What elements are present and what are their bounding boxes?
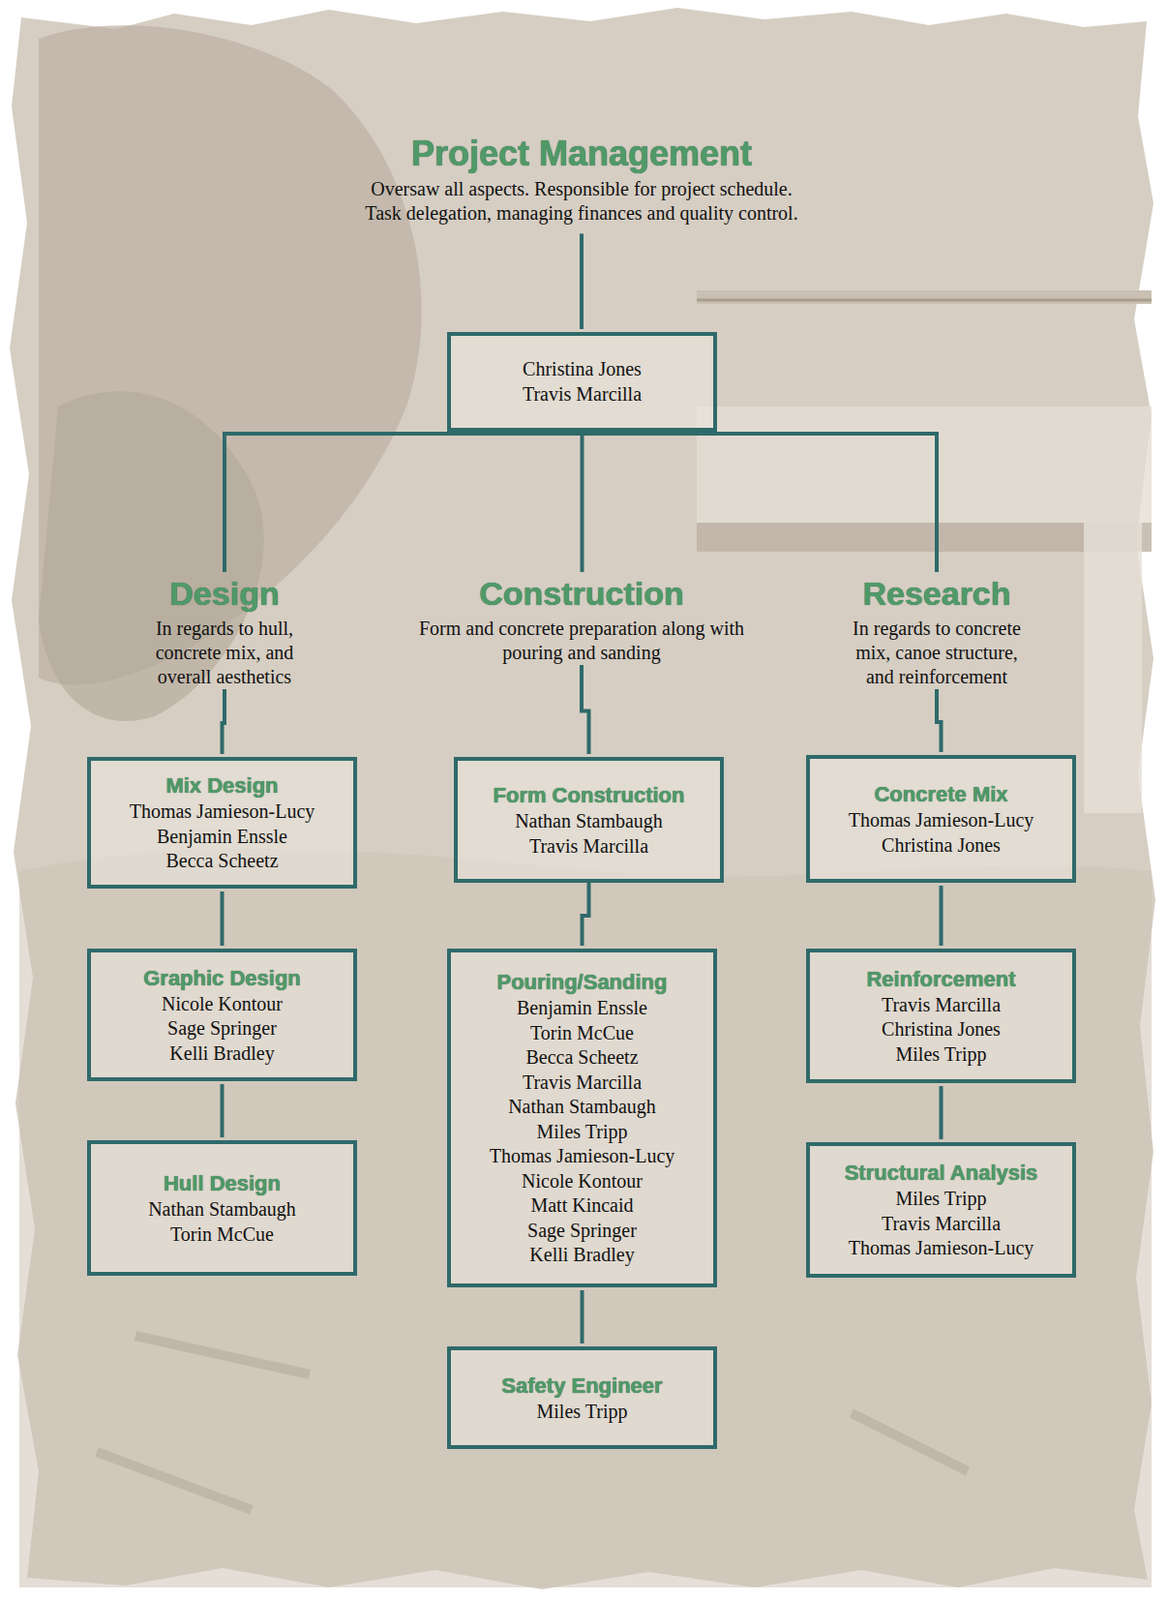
team-box: Mix DesignThomas Jamieson-LucyBenjamin E…: [87, 756, 358, 889]
member-name: Travis Marcilla: [456, 382, 708, 408]
member-name: Sage Springer: [96, 1016, 348, 1042]
box-heading: Safety Engineer: [456, 1371, 708, 1400]
team-box: ReinforcementTravis MarcillaChristina Jo…: [806, 948, 1077, 1083]
org-connector: [580, 1289, 585, 1344]
member-name: Nathan Stambaugh: [96, 1197, 348, 1223]
org-connector: [936, 688, 942, 752]
member-name: Christina Jones: [456, 357, 708, 383]
section-description: In regards to concrete mix, canoe struct…: [839, 616, 1034, 689]
member-name: Torin McCue: [456, 1020, 708, 1047]
team-box: Structural AnalysisMiles TrippTravis Mar…: [806, 1141, 1077, 1278]
member-name: Nathan Stambaugh: [463, 808, 715, 835]
org-connector: [220, 891, 225, 946]
org-connector: [580, 434, 585, 572]
section-title: Design: [127, 574, 322, 613]
section-description: In regards to hull, concrete mix, and ov…: [127, 616, 322, 689]
member-name: Sage Springer: [456, 1218, 708, 1244]
member-name: Thomas Jamieson-Lucy: [96, 799, 348, 825]
section-title: Project Management: [359, 133, 805, 174]
team-box: Pouring/SandingBenjamin EnssleTorin McCu…: [447, 948, 718, 1288]
org-connector: [224, 431, 583, 572]
member-name: Travis Marcilla: [815, 1211, 1067, 1237]
member-name: Torin McCue: [96, 1222, 348, 1248]
member-name: Christina Jones: [815, 1017, 1067, 1043]
section-description: Oversaw all aspects. Responsible for pro…: [359, 177, 805, 226]
team-box: Christina JonesTravis Marcilla: [447, 331, 718, 432]
member-name: Thomas Jamieson-Lucy: [815, 808, 1067, 834]
member-name: Travis Marcilla: [463, 834, 715, 860]
org-connector: [582, 882, 590, 946]
member-name: Miles Tripp: [815, 1042, 1067, 1068]
member-name: Thomas Jamieson-Lucy: [456, 1143, 708, 1169]
member-name: Kelli Bradley: [96, 1041, 348, 1067]
box-heading: Mix Design: [96, 771, 348, 800]
box-heading: Pouring/Sanding: [456, 967, 708, 996]
member-name: Miles Tripp: [456, 1119, 708, 1145]
member-name: Thomas Jamieson-Lucy: [815, 1235, 1067, 1261]
team-box: Graphic DesignNicole KontourSage Springe…: [87, 948, 358, 1081]
member-name: Benjamin Enssle: [456, 995, 708, 1021]
box-heading: Reinforcement: [815, 964, 1067, 993]
team-box: Hull DesignNathan StambaughTorin McCue: [87, 1139, 358, 1276]
member-name: Christina Jones: [815, 833, 1067, 859]
section-title: Construction: [392, 574, 771, 613]
section-heading: Project ManagementOversaw all aspects. R…: [359, 133, 805, 226]
team-box: Safety EngineerMiles Tripp: [447, 1346, 718, 1449]
member-name: Nicole Kontour: [96, 991, 348, 1018]
org-connector: [581, 664, 590, 754]
section-heading: DesignIn regards to hull, concrete mix, …: [127, 574, 322, 689]
box-heading: Graphic Design: [96, 963, 348, 992]
section-description: Form and concrete preparation along with…: [392, 616, 771, 665]
org-connector: [222, 688, 226, 754]
org-connector: [939, 885, 944, 946]
section-title: Research: [839, 574, 1034, 613]
member-name: Miles Tripp: [456, 1399, 708, 1425]
member-name: Nicole Kontour: [456, 1168, 708, 1195]
box-heading: Concrete Mix: [815, 779, 1067, 809]
member-name: Travis Marcilla: [815, 992, 1067, 1019]
team-box: Form ConstructionNathan StambaughTravis …: [453, 756, 724, 883]
org-connector: [579, 233, 584, 330]
member-name: Matt Kincaid: [456, 1193, 708, 1219]
member-name: Benjamin Enssle: [96, 824, 348, 850]
box-heading: Structural Analysis: [815, 1158, 1067, 1187]
team-box: Concrete MixThomas Jamieson-LucyChristin…: [806, 754, 1077, 883]
section-heading: ConstructionForm and concrete preparatio…: [392, 574, 771, 665]
box-heading: Hull Design: [96, 1168, 348, 1198]
member-name: Becca Scheetz: [96, 848, 348, 874]
org-connector: [939, 1085, 944, 1139]
member-name: Becca Scheetz: [456, 1045, 708, 1071]
member-name: Kelli Bradley: [456, 1242, 708, 1268]
org-connector: [582, 431, 938, 572]
org-connector: [220, 1083, 225, 1138]
box-heading: Form Construction: [463, 780, 715, 809]
member-name: Travis Marcilla: [456, 1070, 708, 1096]
section-heading: ResearchIn regards to concrete mix, cano…: [839, 574, 1034, 689]
member-name: Miles Tripp: [815, 1186, 1067, 1212]
member-name: Nathan Stambaugh: [456, 1094, 708, 1120]
